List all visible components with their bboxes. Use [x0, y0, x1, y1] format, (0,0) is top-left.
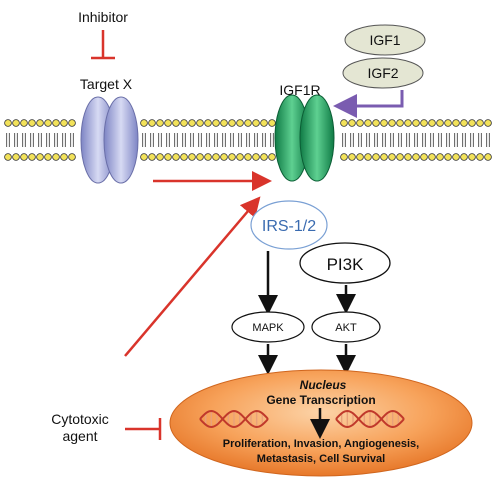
pi3k-node: PI3K [299, 242, 391, 284]
inhibitor-label: Inhibitor [78, 9, 128, 25]
igf1-ligand: IGF1 [344, 24, 426, 56]
igf2-ligand: IGF2 [342, 57, 424, 89]
igf2-label: IGF2 [367, 65, 398, 81]
irs-label: IRS-1/2 [262, 218, 316, 235]
target-x-receptor [80, 96, 139, 184]
outcomes-line-2: Metastasis, Cell Survival [257, 453, 385, 465]
akt-node: AKT [311, 311, 381, 343]
cytotoxic-label-line2: agent [62, 428, 97, 444]
igf1r-receptor [274, 94, 335, 182]
cytotoxic-to-igf1r-arrow [124, 196, 261, 357]
inhibition-bar-nucleus [125, 418, 162, 440]
gene-transcription-label: Gene Transcription [266, 393, 375, 407]
nucleus: Nucleus Gene Transcription Proliferation… [169, 369, 473, 477]
pi3k-label: PI3K [327, 255, 365, 274]
mapk-label: MAPK [252, 322, 284, 334]
mapk-node: MAPK [231, 311, 305, 343]
nucleus-label: Nucleus [300, 378, 347, 392]
lipid-bilayer-icon [4, 119, 492, 161]
igf1r-label: IGF1R [279, 82, 320, 98]
irs-node: IRS-1/2 [250, 200, 328, 250]
target-x-label: Target X [80, 76, 133, 92]
dna-helix-icon [199, 409, 269, 429]
inhibition-bar-target-x [91, 30, 115, 60]
outcomes-line-1: Proliferation, Invasion, Angiogenesis, [223, 438, 419, 450]
igf1-label: IGF1 [369, 32, 400, 48]
ligand-binding-arrow [333, 90, 404, 118]
dna-helix-icon [335, 409, 405, 429]
akt-label: AKT [335, 322, 357, 334]
cytotoxic-label-line1: Cytotoxic [51, 411, 109, 427]
